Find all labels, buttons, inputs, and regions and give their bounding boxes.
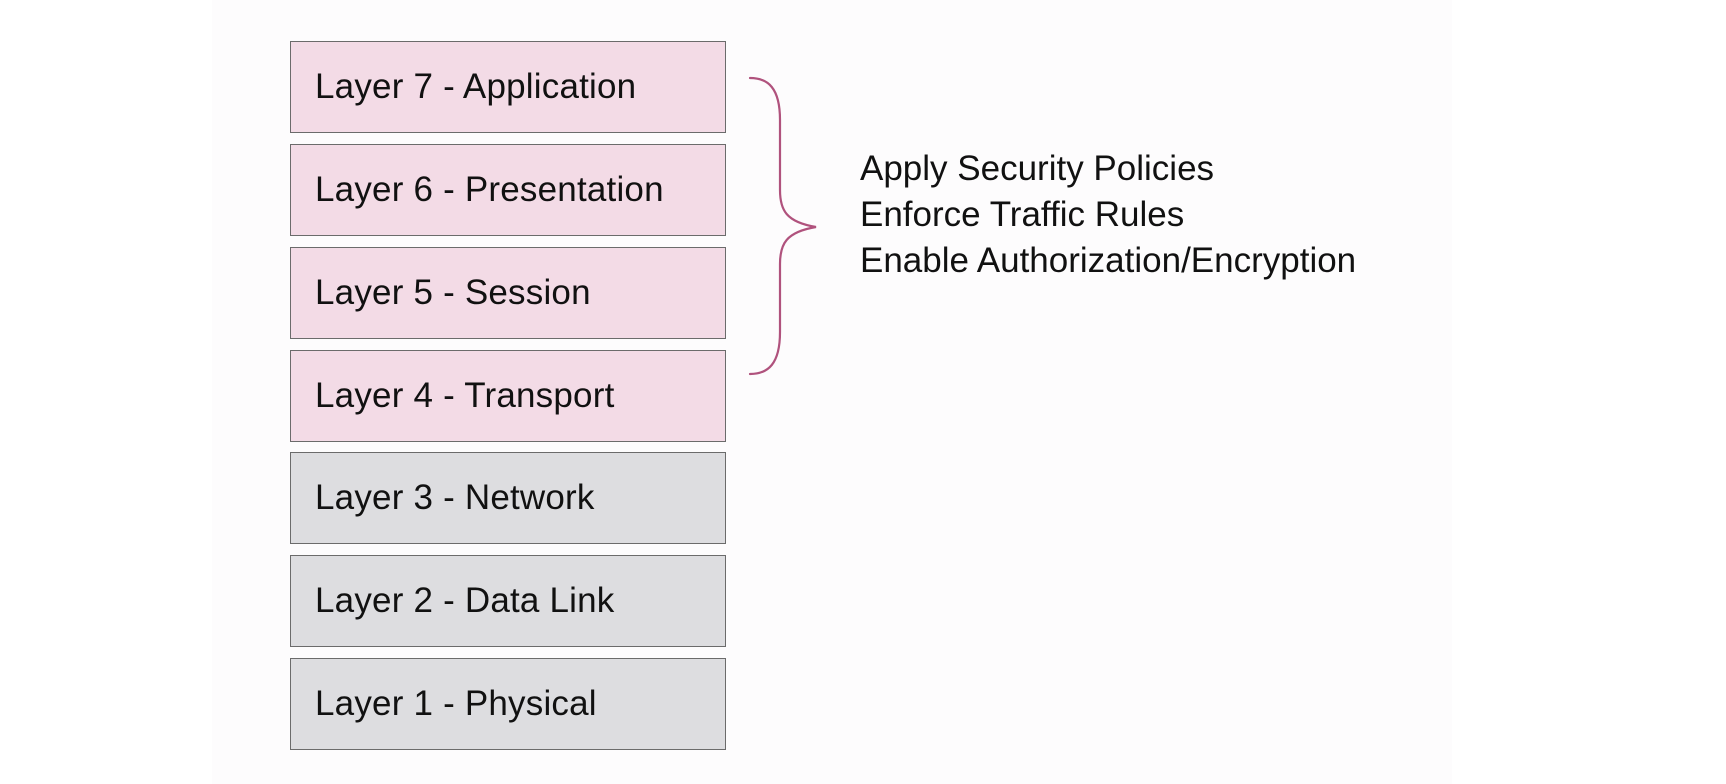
note-enforce-traffic-rules: Enforce Traffic Rules bbox=[860, 195, 1185, 234]
security-notes: Apply Security Policies Enforce Traffic … bbox=[860, 146, 1356, 284]
layer-5-box: Layer 5 - Session bbox=[290, 247, 726, 339]
layer-3-box: Layer 3 - Network bbox=[290, 452, 726, 544]
layer-2-box: Layer 2 - Data Link bbox=[290, 555, 726, 647]
layer-1-box: Layer 1 - Physical bbox=[290, 658, 726, 750]
curly-brace-icon bbox=[748, 76, 817, 376]
note-apply-security-policies: Apply Security Policies bbox=[860, 149, 1215, 188]
curly-brace-path bbox=[748, 76, 817, 376]
layer-1-label: Layer 1 - Physical bbox=[315, 684, 597, 723]
layer-2-label: Layer 2 - Data Link bbox=[315, 581, 615, 620]
layer-4-box: Layer 4 - Transport bbox=[290, 350, 726, 442]
layer-6-box: Layer 6 - Presentation bbox=[290, 144, 726, 236]
layer-3-label: Layer 3 - Network bbox=[315, 478, 595, 517]
note-enable-authorization-encryption: Enable Authorization/Encryption bbox=[860, 241, 1357, 280]
layer-4-label: Layer 4 - Transport bbox=[315, 376, 615, 415]
layer-6-label: Layer 6 - Presentation bbox=[315, 170, 664, 209]
layer-5-label: Layer 5 - Session bbox=[315, 273, 591, 312]
layer-7-box: Layer 7 - Application bbox=[290, 41, 726, 133]
layer-7-label: Layer 7 - Application bbox=[315, 67, 637, 106]
